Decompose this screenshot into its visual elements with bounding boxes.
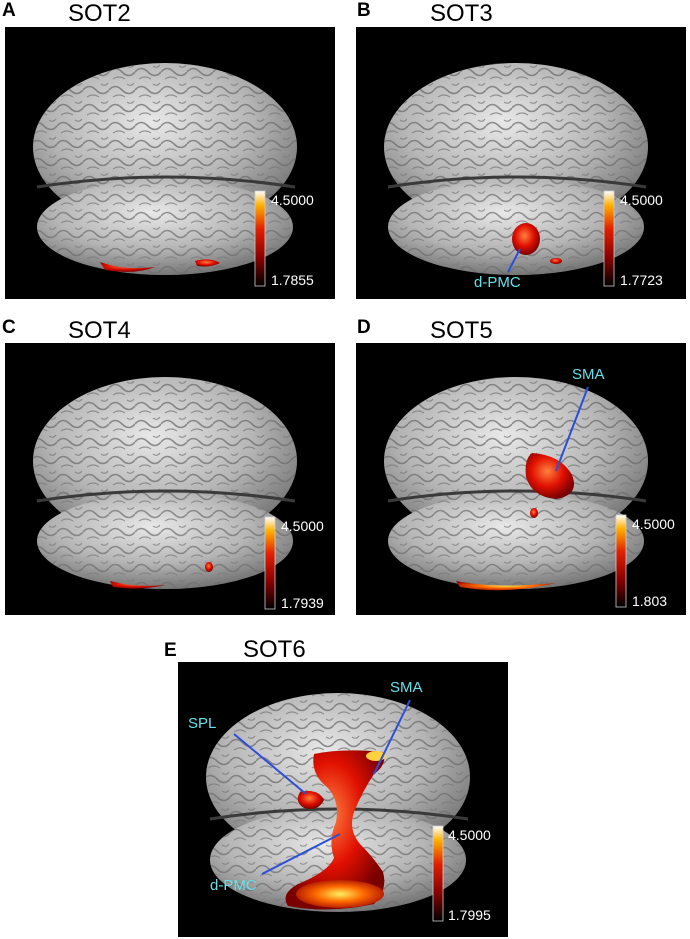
panel-letter: E [164,640,177,661]
brain-image [384,63,648,275]
panel-title: SOT3 [430,0,493,27]
brain-render-panel-e: SMA SPL d-PMC 4.5000 1.7995 [178,662,508,937]
roi-label-d-pmc: d-PMC [474,274,521,291]
panel-letter: B [357,0,371,21]
brain-render-panel-b: d-PMC 4.5000 1.7723 [356,27,686,299]
panel-title: SOT6 [243,636,306,663]
roi-label-d-pmc: d-PMC [210,877,257,894]
colorbar-min-label: 1.7855 [271,272,314,288]
activation-blob [100,259,220,272]
colorbar: 4.5000 1.803 [615,514,675,609]
colorbar-max-label: 4.5000 [448,827,491,843]
brain-render-panel-a: 4.5000 1.7855 [5,27,335,299]
activation-blob [512,223,562,264]
colorbar: 4.5000 1.7939 [264,516,324,611]
roi-label-sma: SMA [390,679,423,696]
panel-title: SOT4 [68,317,131,344]
brain-image [33,63,297,275]
colorbar: 4.5000 1.7723 [603,190,663,288]
colorbar-min-label: 1.7723 [620,272,663,288]
panel-letter: C [2,317,16,338]
roi-label-sma: SMA [572,366,605,383]
activation-blob [110,562,213,589]
colorbar-max-label: 4.5000 [281,518,324,534]
colorbar-min-label: 1.803 [632,593,667,609]
activation-blob [456,453,574,591]
panel-title: SOT2 [68,0,131,27]
roi-label-spl: SPL [188,715,216,732]
roi-pointer-line [373,699,411,775]
panel-letter: D [357,317,371,338]
colorbar-max-label: 4.5000 [620,192,663,208]
activation-blob [285,750,386,910]
panel-letter: A [2,0,16,21]
brain-image [384,377,648,589]
colorbar-min-label: 1.7995 [448,907,491,923]
panel-title: SOT5 [430,317,493,344]
roi-pointer-line [233,733,307,795]
brain-image [33,377,297,589]
brain-render-panel-c: 4.5000 1.7939 [5,343,335,615]
colorbar-max-label: 4.5000 [271,192,314,208]
roi-pointer-line [261,833,341,875]
roi-pointer-line [507,248,521,273]
colorbar: 4.5000 1.7855 [254,190,314,288]
colorbar: 4.5000 1.7995 [432,825,491,923]
colorbar-max-label: 4.5000 [632,516,675,532]
roi-pointer-line [555,386,589,472]
brain-render-panel-d: SMA 4.5000 1.803 [356,343,686,615]
colorbar-min-label: 1.7939 [281,595,324,611]
